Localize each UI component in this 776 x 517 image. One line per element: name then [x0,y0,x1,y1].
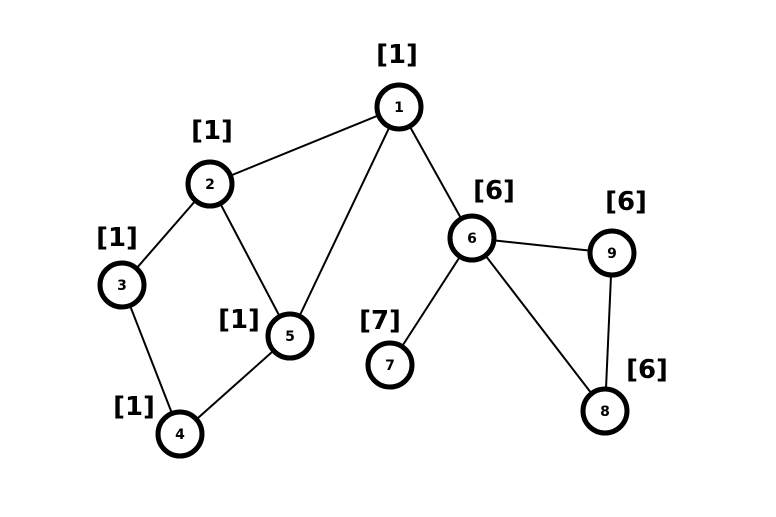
node-label-6: 6 [467,231,477,247]
tags-layer: [1] [1] [1] [1] [1] [6] [7] [6] [6] [96,40,668,422]
node-circle-5 [265,311,315,361]
node-6: 6 [447,213,497,263]
node-8: 8 [580,386,630,436]
node-circle-6 [447,213,497,263]
node-circle-9 [587,228,637,278]
edge-2-5 [209,183,291,337]
node-1: 1 [374,82,424,132]
node-tag-9: [6] [605,187,647,217]
node-tag-5: [1] [218,305,260,335]
node-label-7: 7 [385,358,395,374]
node-label-3: 3 [117,278,127,294]
edge-6-8 [471,237,606,412]
node-2: 2 [185,159,235,209]
edge-1-6 [398,106,473,239]
edges-layer [121,106,613,435]
node-label-8: 8 [600,404,610,420]
node-circle-2 [185,159,235,209]
node-label-4: 4 [175,427,185,443]
node-3: 3 [97,260,147,310]
node-label-9: 9 [607,246,617,262]
node-label-5: 5 [285,329,295,345]
node-circle-4 [155,409,205,459]
node-tag-7: [7] [359,306,401,336]
node-7: 7 [365,340,415,390]
node-circle-8 [580,386,630,436]
node-tag-8: [6] [626,355,668,385]
node-tag-2: [1] [191,116,233,146]
edge-4-5 [179,335,291,435]
node-circle-1 [374,82,424,132]
node-9: 9 [587,228,637,278]
node-tag-4: [1] [113,392,155,422]
edge-3-4 [121,284,181,435]
node-label-1: 1 [394,100,404,116]
node-4: 4 [155,409,205,459]
nodes-layer: 1 2 3 4 5 6 7 8 9 [97,82,637,459]
node-tag-1: [1] [376,40,418,70]
node-tag-6: [6] [473,176,515,206]
edge-6-7 [389,237,473,366]
node-label-2: 2 [205,177,215,193]
node-5: 5 [265,311,315,361]
node-circle-7 [365,340,415,390]
edge-9-8 [604,252,613,412]
node-tag-3: [1] [96,223,138,253]
edge-1-5 [289,106,400,337]
node-circle-3 [97,260,147,310]
edge-1-2 [209,106,400,185]
